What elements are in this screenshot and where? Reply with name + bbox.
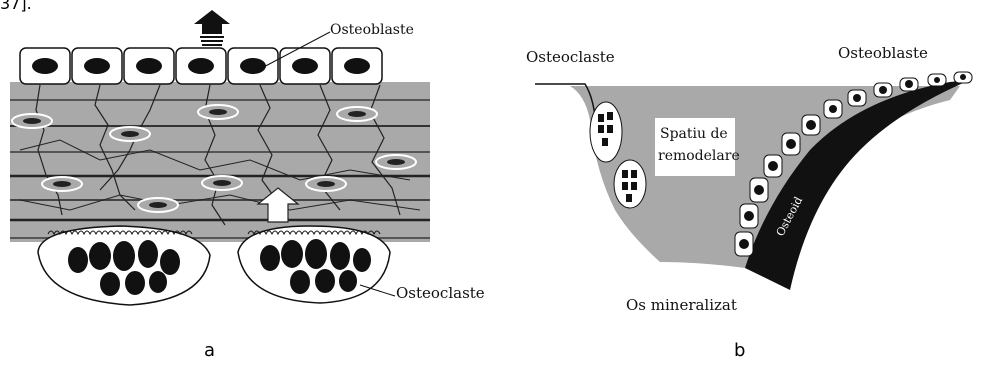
label-os-mineralizat: Os mineralizat bbox=[626, 296, 737, 314]
osteoclast-right-a bbox=[238, 226, 390, 303]
panel-letter-a: a bbox=[204, 340, 215, 361]
up-arrow-dark bbox=[194, 10, 230, 45]
label-spatiu-line2: remodelare bbox=[658, 148, 740, 164]
label-osteoblaste-b: Osteoblaste bbox=[838, 44, 928, 62]
panel-letter-b: b bbox=[734, 340, 745, 361]
label-osteoblaste-a: Osteoblaste bbox=[330, 22, 414, 38]
osteoclast-left-a bbox=[38, 226, 210, 305]
label-spatiu-line1: Spatiu de bbox=[660, 126, 728, 142]
osteoblast-row-a bbox=[20, 48, 382, 84]
label-osteoclaste-a: Osteoclaste bbox=[396, 284, 485, 302]
osteoclast-top-b bbox=[590, 102, 622, 162]
osteoclast-bottom-b bbox=[614, 160, 646, 208]
panel-b-diagram bbox=[535, 72, 972, 290]
label-osteoclaste-b: Osteoclaste bbox=[526, 48, 615, 66]
